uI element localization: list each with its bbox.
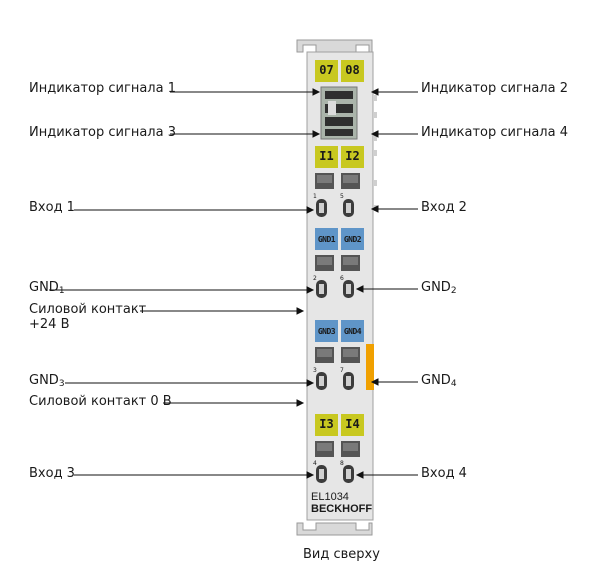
contact-pair-4 — [315, 441, 360, 483]
label-I3 — [315, 414, 338, 436]
led-2 — [325, 104, 353, 113]
label-I2 — [341, 146, 364, 168]
leader-lines-right — [355, 88, 418, 479]
power-contact-orange — [366, 344, 374, 390]
label-input-2: Вход 2 — [421, 200, 467, 215]
text-GND4: GND4 — [343, 327, 362, 336]
text-I1: I1 — [319, 149, 334, 163]
caption-top-view: Вид сверху — [303, 547, 380, 562]
label-gnd4: GND4 — [421, 373, 457, 389]
model-number: EL1034 — [311, 491, 349, 503]
label-input-4: Вход 4 — [421, 466, 467, 481]
label-GND3 — [315, 320, 338, 342]
contact-pair-3 — [315, 347, 360, 390]
pin-number: 3 — [313, 367, 317, 374]
text-I2: I2 — [345, 149, 360, 163]
pin-number: 4 — [313, 460, 317, 467]
text-GND1: GND1 — [317, 235, 336, 244]
label-signal-indicator-4: Индикатор сигнала 4 — [421, 125, 568, 140]
label-input-1: Вход 1 — [29, 200, 75, 215]
text-GND2: GND2 — [343, 235, 362, 244]
bottom-clip — [296, 522, 373, 536]
led-label-08 — [341, 60, 364, 82]
label-power-contact-0v: Силовой контакт 0 В — [29, 394, 172, 409]
pin-number: 5 — [340, 193, 344, 200]
led-divider — [328, 101, 336, 115]
text-GND3: GND3 — [317, 327, 336, 336]
leader-lines-left — [49, 88, 321, 479]
pin-number: 8 — [340, 460, 344, 467]
contact-pair-1 — [315, 173, 360, 217]
label-GND1 — [315, 228, 338, 250]
label-power-contact-24v-line2: +24 В — [29, 317, 70, 332]
led-text-07: 07 — [319, 63, 334, 77]
text-I3: I3 — [319, 417, 334, 431]
led-label-07 — [315, 60, 338, 82]
label-I1 — [315, 146, 338, 168]
led-1 — [325, 91, 353, 99]
pin-number: 7 — [340, 367, 344, 374]
label-I4 — [341, 414, 364, 436]
led-4 — [325, 129, 353, 136]
label-signal-indicator-2: Индикатор сигнала 2 — [421, 81, 568, 96]
pin-number: 2 — [313, 275, 317, 282]
label-gnd2: GND2 — [421, 280, 457, 296]
label-gnd1: GND1 — [29, 280, 65, 296]
side-ribs — [373, 95, 377, 211]
led-text-08: 08 — [345, 63, 360, 77]
pin-number: 6 — [340, 275, 344, 282]
text-I4: I4 — [345, 417, 360, 431]
top-clip — [296, 39, 373, 53]
label-GND4 — [341, 320, 364, 342]
label-signal-indicator-1: Индикатор сигнала 1 — [29, 81, 176, 96]
label-signal-indicator-3: Индикатор сигнала 3 — [29, 125, 176, 140]
led-3 — [325, 117, 353, 126]
contact-pair-2 — [315, 255, 360, 298]
pin-number: 1 — [313, 193, 317, 200]
label-input-3: Вход 3 — [29, 466, 75, 481]
brand-name: BECKHOFF — [311, 503, 373, 515]
label-power-contact-24v-line1: Силовой контакт — [29, 302, 147, 317]
label-GND2 — [341, 228, 364, 250]
label-gnd3: GND3 — [29, 373, 65, 389]
